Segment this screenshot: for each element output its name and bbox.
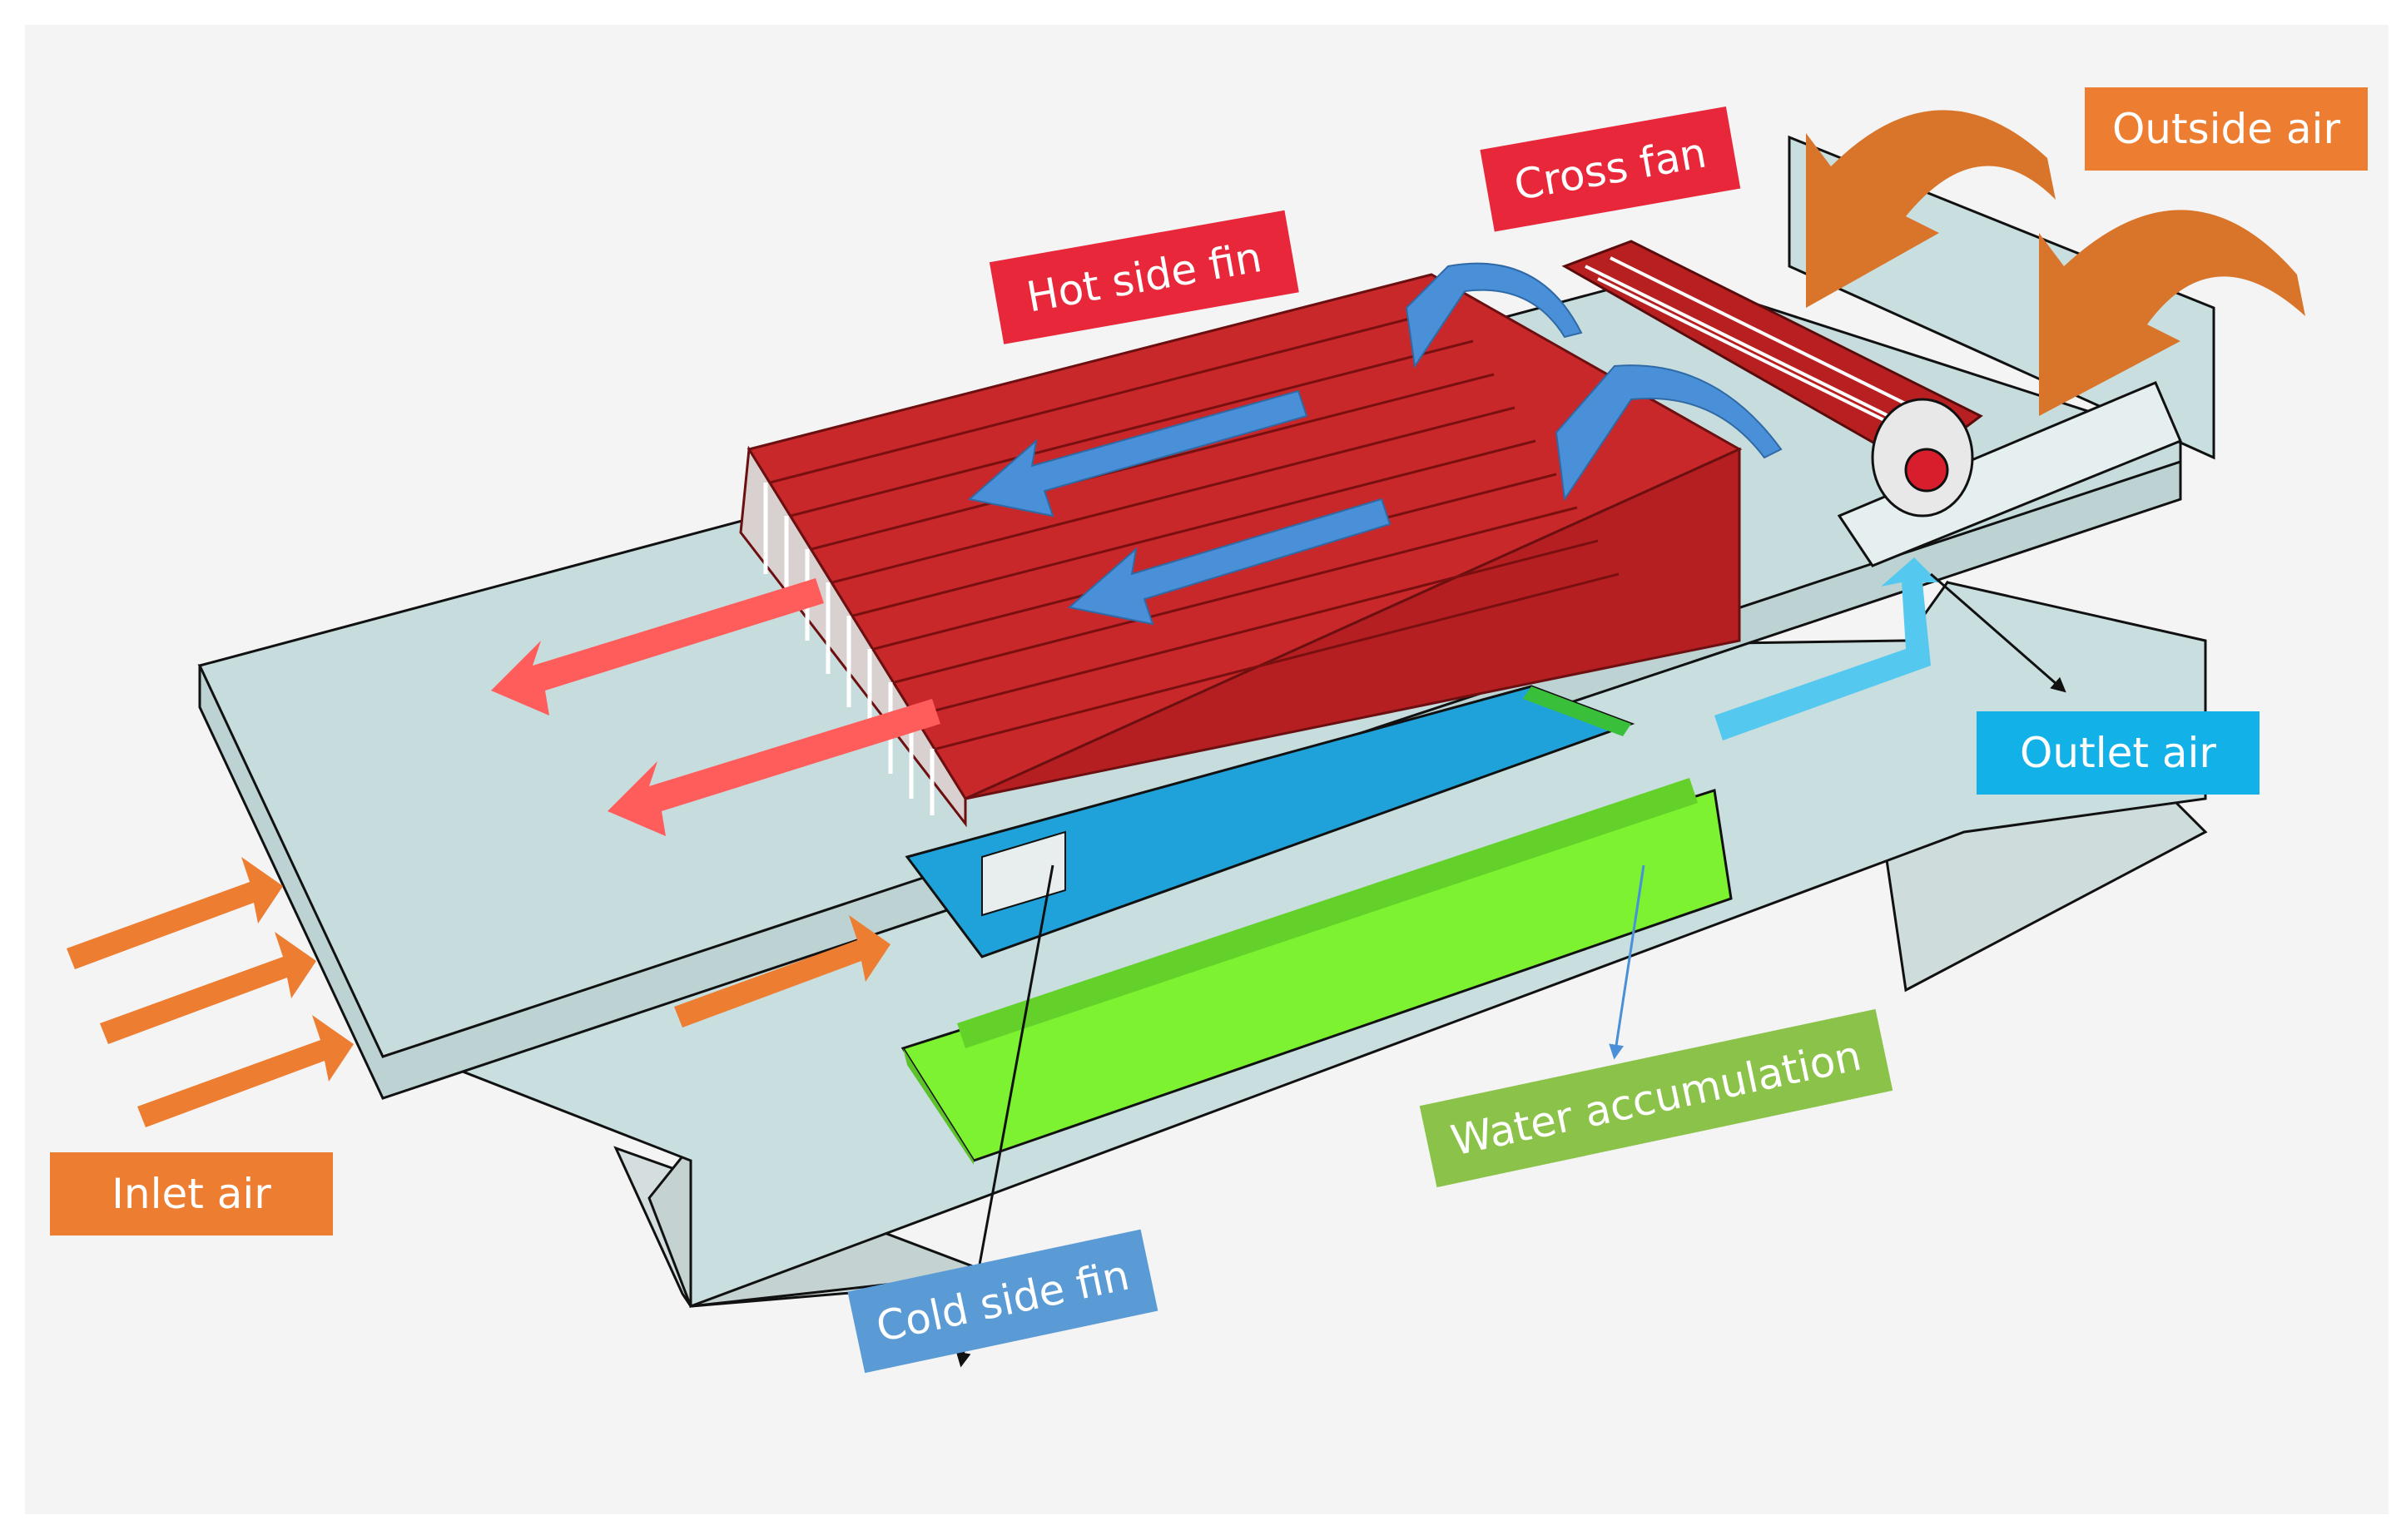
cold-side-fin-body [981, 830, 1066, 917]
hot-exhaust-arrows [491, 578, 940, 836]
outlet-air-arrow [1714, 557, 1939, 740]
label-outside-air-text: Outside air [2112, 105, 2341, 153]
hot-side-flow-arrows [967, 262, 1783, 626]
label-outlet-air-text: Outlet air [2020, 729, 2216, 777]
water-tray-rim [957, 778, 1698, 1048]
hot-fin-front [965, 447, 1741, 800]
outlet-air-pointer [1930, 572, 2066, 693]
deck-front-edge [198, 459, 2182, 1100]
fan-slot [1837, 381, 2182, 567]
label-inlet-air-text: Inlet air [112, 1170, 271, 1218]
label-outside-air: Outside air [2085, 87, 2368, 171]
water-tray-side [903, 1048, 974, 1165]
cold-tray-edge [1523, 686, 1631, 736]
label-inlet-air: Inlet air [50, 1152, 333, 1235]
water-pointer [1609, 864, 1645, 1060]
inlet-air-arrows [67, 857, 890, 1127]
hot-fin-grooves [769, 306, 1620, 750]
label-cross-fan: Cross fan [1480, 106, 1741, 232]
label-outlet-air: Outlet air [1977, 711, 2260, 795]
cross-fan-hub [1904, 448, 1949, 493]
outside-air-curved-arrows [1806, 110, 2305, 416]
